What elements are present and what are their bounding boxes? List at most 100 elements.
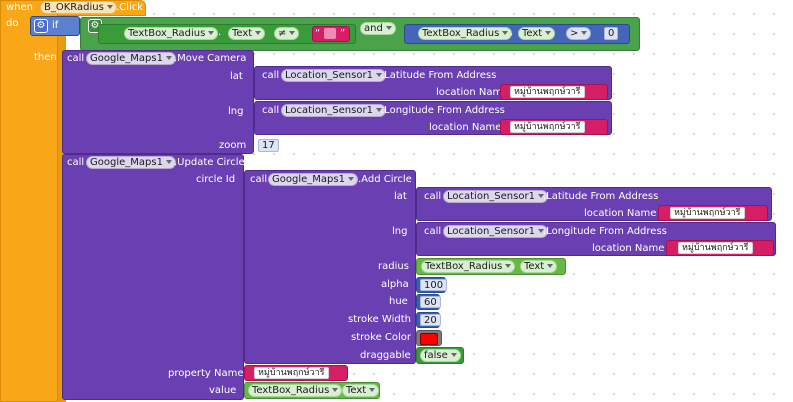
method-name: .Add Circle bbox=[358, 174, 412, 185]
stroke-width-value[interactable]: 20 bbox=[420, 314, 441, 326]
event-component-dropdown[interactable]: B_OKRadius bbox=[40, 1, 117, 14]
dot-separator: . bbox=[512, 260, 516, 271]
location-text-value[interactable]: หมู่บ้านพฤกษ์วารี bbox=[510, 121, 585, 133]
chevron-down-icon bbox=[502, 31, 509, 35]
chevron-down-icon bbox=[208, 31, 215, 35]
property-name-param-label: property Name bbox=[168, 368, 244, 379]
and-label: and bbox=[364, 23, 383, 34]
zero-number-block[interactable]: 0 bbox=[604, 27, 619, 40]
radius-property-label: Text bbox=[524, 261, 545, 272]
sensor-component-dropdown[interactable]: Location_Sensor1 bbox=[281, 69, 386, 82]
radius-property-dropdown[interactable]: Text bbox=[520, 260, 558, 273]
zoom-param-label: zoom bbox=[219, 140, 247, 151]
left-property-dropdown[interactable]: Text bbox=[228, 27, 266, 40]
radius-component-label: TextBox_Radius bbox=[425, 261, 503, 272]
left-component-label: TextBox_Radius bbox=[128, 28, 206, 39]
update-circle-block[interactable] bbox=[62, 154, 244, 400]
method-name: .Latitude From Address bbox=[543, 191, 659, 202]
chevron-down-icon bbox=[347, 177, 354, 181]
if-keyword: if bbox=[52, 20, 59, 31]
sensor-component-dropdown[interactable]: Location_Sensor1 bbox=[281, 104, 386, 117]
call-keyword: call bbox=[67, 53, 85, 64]
greater-than-operator-dropdown[interactable]: > bbox=[566, 27, 592, 40]
when-keyword: when bbox=[6, 2, 34, 13]
sensor-label: Location_Sensor1 bbox=[447, 226, 535, 237]
maps-component-label: Google_Maps1 bbox=[272, 174, 345, 185]
alpha-param-label: alpha bbox=[381, 279, 409, 290]
maps-component-label: Google_Maps1 bbox=[90, 53, 163, 64]
stroke-color-param-label: stroke Color bbox=[351, 332, 412, 343]
chevron-down-icon bbox=[375, 108, 382, 112]
lng-param-label: lng bbox=[228, 106, 244, 117]
chevron-down-icon bbox=[369, 388, 376, 392]
chevron-down-icon bbox=[537, 194, 544, 198]
dot-separator: . bbox=[510, 27, 514, 38]
lat-param-label: lat bbox=[230, 71, 243, 82]
lng-param-label: lng bbox=[392, 226, 408, 237]
value-component-dropdown[interactable]: TextBox_Radius bbox=[248, 384, 343, 397]
zoom-number-block[interactable]: 17 bbox=[258, 139, 279, 152]
maps-component-label: Google_Maps1 bbox=[90, 157, 163, 168]
maps-component-dropdown[interactable]: Google_Maps1 bbox=[268, 173, 358, 186]
chevron-down-icon bbox=[505, 264, 512, 268]
stroke-width-param-label: stroke Width bbox=[348, 314, 411, 325]
location-text-value[interactable]: หมู่บ้านพฤกษ์วารี bbox=[510, 86, 585, 98]
chevron-down-icon bbox=[537, 229, 544, 233]
call-keyword: call bbox=[424, 191, 442, 202]
move-camera-block[interactable] bbox=[62, 50, 254, 154]
location-text-value[interactable]: หมู่บ้านพฤกษ์วารี bbox=[678, 242, 753, 254]
gear-icon[interactable]: ⚙ bbox=[34, 19, 48, 33]
left-property-label: Text bbox=[232, 28, 253, 39]
method-name: .Update Circle bbox=[174, 157, 245, 168]
value-property-dropdown[interactable]: Text bbox=[342, 384, 380, 397]
sensor-component-dropdown[interactable]: Location_Sensor1 bbox=[443, 225, 548, 238]
draggable-value: false bbox=[424, 350, 448, 361]
hue-value[interactable]: 60 bbox=[420, 296, 441, 308]
radius-param-label: radius bbox=[378, 261, 409, 272]
quote-open: “ bbox=[315, 28, 321, 39]
call-keyword: call bbox=[262, 105, 280, 116]
maps-component-dropdown[interactable]: Google_Maps1 bbox=[86, 52, 176, 65]
right-property-label: Text bbox=[522, 28, 543, 39]
then-keyword: then bbox=[34, 52, 57, 63]
chevron-down-icon bbox=[289, 31, 296, 35]
empty-text-field[interactable] bbox=[324, 28, 336, 39]
location-name-param: location Name bbox=[592, 243, 665, 254]
location-text-value[interactable]: หมู่บ้านพฤกษ์วารี bbox=[670, 207, 745, 219]
method-name: .Longitude From Address bbox=[543, 226, 667, 237]
do-keyword: do bbox=[6, 18, 19, 29]
value-param-label: value bbox=[209, 385, 237, 396]
alpha-value[interactable]: 100 bbox=[420, 279, 448, 291]
chevron-down-icon bbox=[106, 5, 113, 9]
method-name: .Move Camera bbox=[174, 53, 247, 64]
location-name-param: location Name bbox=[429, 122, 502, 133]
right-component-label: TextBox_Radius bbox=[422, 28, 500, 39]
sensor-component-dropdown[interactable]: Location_Sensor1 bbox=[443, 190, 548, 203]
not-equal-operator-dropdown[interactable]: ≠ bbox=[274, 27, 300, 40]
value-component-label: TextBox_Radius bbox=[252, 385, 330, 396]
left-component-dropdown[interactable]: TextBox_Radius bbox=[124, 27, 219, 40]
chevron-down-icon bbox=[450, 353, 457, 357]
chevron-down-icon bbox=[581, 31, 588, 35]
chevron-down-icon bbox=[165, 56, 172, 60]
property-name-text-value[interactable]: หมู่บ้านพฤกษ์วารี bbox=[254, 367, 329, 379]
red-color-swatch[interactable] bbox=[420, 333, 438, 345]
add-circle-block[interactable] bbox=[244, 170, 416, 364]
dot-separator: . bbox=[336, 384, 340, 395]
and-operator-dropdown[interactable]: and bbox=[360, 22, 396, 35]
draggable-dropdown[interactable]: false bbox=[420, 349, 461, 362]
chevron-down-icon bbox=[545, 31, 552, 35]
maps-component-dropdown[interactable]: Google_Maps1 bbox=[86, 156, 176, 169]
radius-component-dropdown[interactable]: TextBox_Radius bbox=[421, 260, 516, 273]
op2-label: > bbox=[570, 28, 579, 39]
value-property-label: Text bbox=[346, 385, 367, 396]
right-component-dropdown[interactable]: TextBox_Radius bbox=[418, 27, 513, 40]
right-property-dropdown[interactable]: Text bbox=[518, 27, 556, 40]
location-name-param: location Name bbox=[584, 208, 657, 219]
call-keyword: call bbox=[67, 157, 85, 168]
call-keyword: call bbox=[424, 226, 442, 237]
draggable-param-label: draggable bbox=[360, 350, 411, 361]
call-keyword: call bbox=[250, 174, 268, 185]
chevron-down-icon bbox=[547, 264, 554, 268]
op1-label: ≠ bbox=[278, 28, 287, 39]
